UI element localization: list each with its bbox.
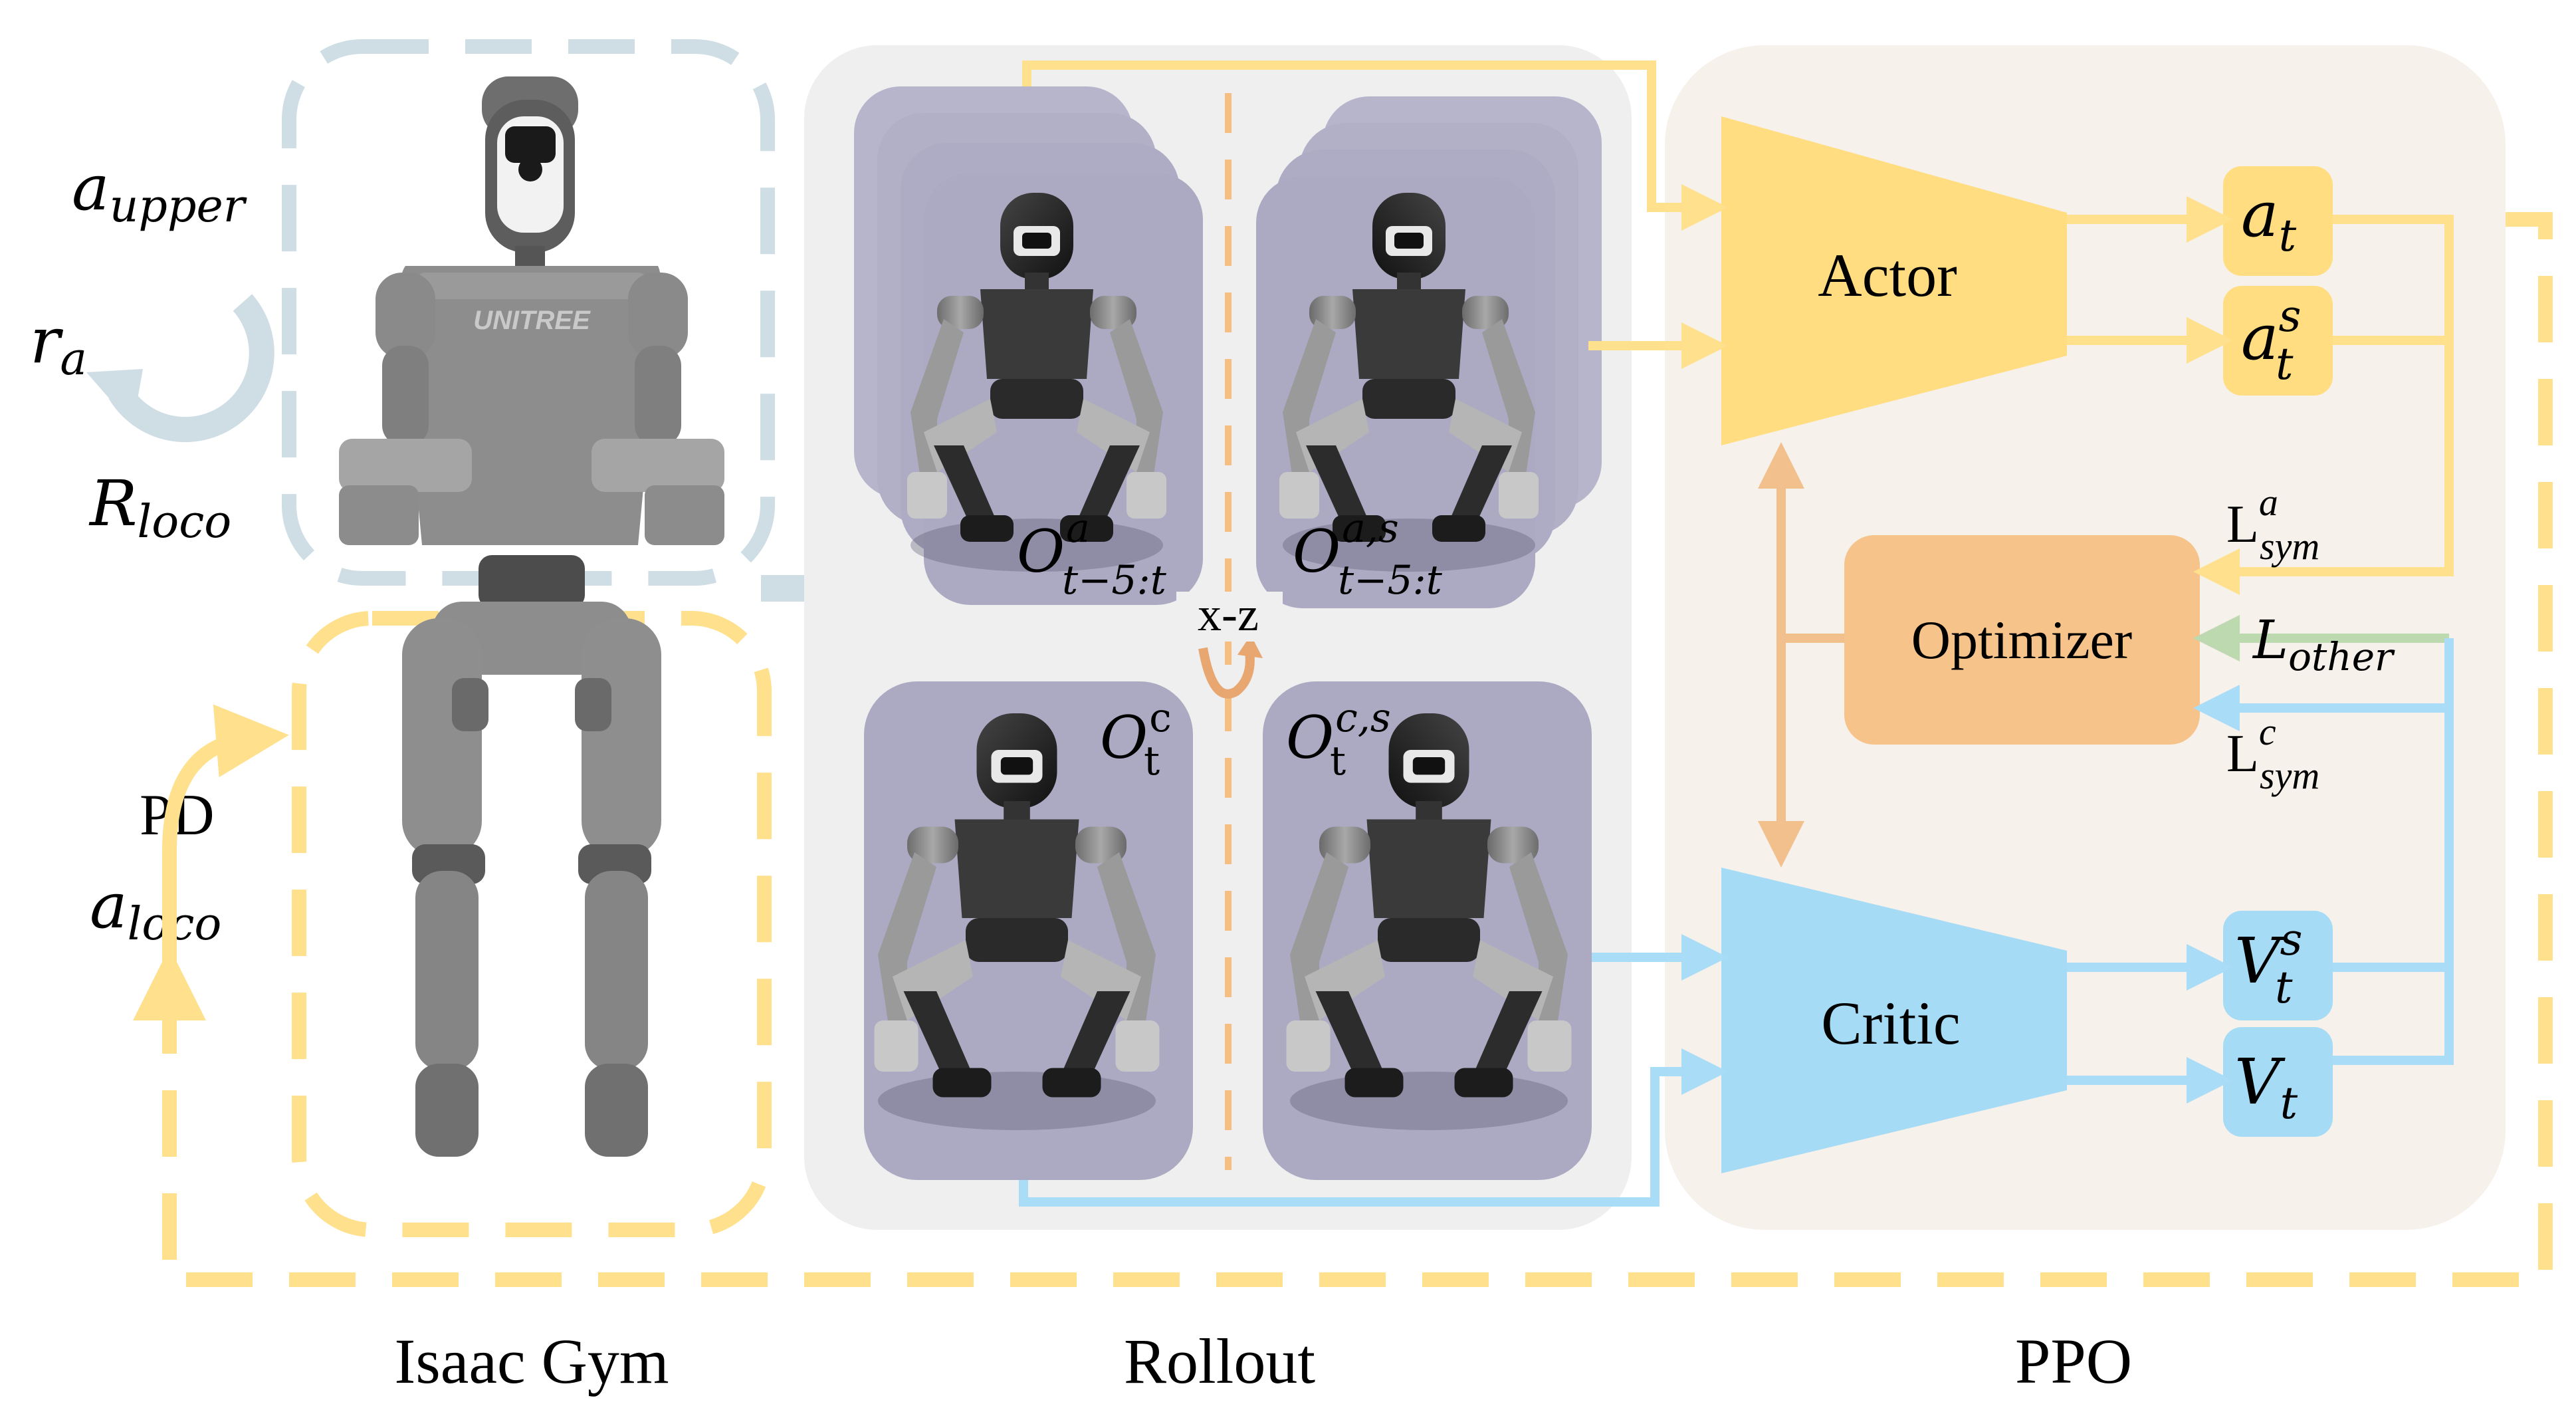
v-t-box bbox=[2223, 1027, 2333, 1137]
mirror-rotate-icon bbox=[1198, 647, 1255, 699]
a-t-s-box bbox=[2223, 286, 2333, 396]
rollout-to-actor-arrow bbox=[1022, 60, 1728, 231]
robot-logo: UNITREE bbox=[473, 306, 591, 335]
l-other-label: Lother bbox=[2252, 609, 2395, 679]
r-a-label: ra bbox=[30, 304, 87, 386]
feedback-loop-dashed-path bbox=[133, 212, 2553, 1287]
isaac-gym-section: UNITREE bbox=[30, 39, 775, 1237]
ppo-title: PPO bbox=[2015, 1326, 2132, 1397]
actor-network-block bbox=[1721, 116, 2067, 445]
optimizer-block bbox=[1844, 535, 2200, 745]
a-loco-label: aloco bbox=[90, 870, 221, 951]
a-upper-label: aupper bbox=[72, 152, 247, 233]
critic-observation-panel bbox=[864, 681, 1193, 1180]
critic-label: Critic bbox=[1821, 989, 1961, 1057]
optimizer-label: Optimizer bbox=[1911, 610, 2132, 670]
isaac-gym-title: Isaac Gym bbox=[394, 1326, 669, 1397]
critic-symmetric-observation-panel bbox=[1263, 681, 1592, 1180]
actor-sym-loss-line bbox=[2193, 215, 2454, 595]
r-loco-label: Rloco bbox=[88, 467, 231, 548]
a-t-box bbox=[2223, 166, 2333, 276]
actor-observation-stack bbox=[854, 86, 1203, 605]
reward-cycle-arrow-icon bbox=[86, 294, 274, 443]
upper-body-dashed-box bbox=[282, 39, 775, 586]
actor-label: Actor bbox=[1818, 241, 1957, 309]
actor-symmetric-observation-stack bbox=[1256, 96, 1602, 608]
a-t-label: at bbox=[2241, 178, 2297, 261]
mirror-label: x-z bbox=[1198, 588, 1259, 641]
humanoid-robot-figure: UNITREE bbox=[339, 76, 724, 1157]
rollout-title: Rollout bbox=[1124, 1326, 1315, 1397]
rollout-to-critic-arrow bbox=[1019, 1048, 1728, 1207]
pd-curved-arrow bbox=[162, 704, 289, 971]
critic-network-block bbox=[1721, 868, 2067, 1173]
v-t-label: Vt bbox=[2234, 1046, 2298, 1129]
lower-body-dashed-box bbox=[292, 611, 772, 1237]
v-t-s-box bbox=[2223, 911, 2333, 1020]
